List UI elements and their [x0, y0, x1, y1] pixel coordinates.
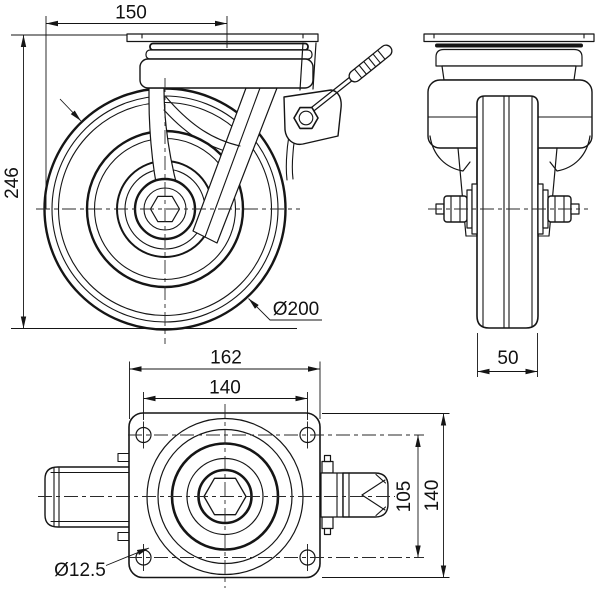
- dimension-bolt-hole-diameter: Ø12.5: [54, 547, 150, 581]
- pedal-bolt-top: [321, 460, 334, 474]
- side-right-leg-outer: [548, 147, 558, 237]
- side-top-plate: [423, 33, 595, 43]
- side-housing-skirt-right: [549, 135, 591, 172]
- side-swivel-neck: [441, 65, 577, 81]
- pedal-pad-chamfer-1: [375, 473, 387, 484]
- leader-line: [105, 547, 150, 566]
- dimension-plate-width: 140: [322, 413, 450, 578]
- plan-fork-tip-bottom: [117, 531, 133, 542]
- front-top-plate: [126, 33, 319, 43]
- front-raceway-upper: [149, 42, 309, 51]
- brake-pivot-bore: [298, 110, 314, 126]
- dimension-bolt-spacing-width: 105: [394, 435, 421, 558]
- pedal-pad-diagonal-2: [361, 494, 386, 511]
- dimension-wheel-width: 50: [477, 333, 538, 377]
- fork-yoke-curve-2: [163, 109, 223, 151]
- dimension-overall-height: 246: [2, 34, 297, 329]
- front-fork-crown: [139, 58, 314, 89]
- brake-lever-grip-hatching: [354, 50, 386, 79]
- brake-lever-grip-fill: [349, 45, 392, 82]
- front-view: 150 246 Ø200: [2, 3, 393, 344]
- fork-yoke-curve-1: [165, 96, 241, 147]
- plan-wheel-protrusion: [44, 452, 133, 542]
- pedal-bolt-top-nub: [323, 454, 332, 463]
- dimension-wheel-diameter: Ø200: [248, 298, 322, 321]
- dim-label-hole-diameter: Ø12.5: [54, 560, 106, 581]
- brake-bracket-line-2: [312, 42, 317, 90]
- brake-lever: [306, 44, 393, 115]
- dimension-top-width: 150: [45, 3, 228, 209]
- bottom-view: 162 140 105 140 Ø12.5: [38, 348, 450, 588]
- fork-right-leg-inner-line: [204, 87, 261, 238]
- brake-bracket-line-1: [299, 42, 304, 91]
- dim-label-162: 162: [210, 348, 242, 369]
- plan-mounting-plate: [128, 412, 321, 579]
- dim-label-150: 150: [115, 3, 147, 24]
- pedal-bolt-bottom-nub: [323, 527, 332, 536]
- pedal-pad: [342, 472, 389, 518]
- side-housing-skirt-left: [429, 135, 471, 172]
- dim-label-246: 246: [2, 167, 23, 199]
- pedal-pad-chamfer-2: [375, 506, 387, 517]
- side-swivel-dome: [435, 48, 583, 67]
- pedal-pad-diagonal-1: [361, 479, 386, 496]
- side-wheel: [476, 95, 539, 329]
- brake-pivot-hex-nut: [293, 106, 319, 130]
- front-raceway-lower: [145, 49, 313, 60]
- pedal-bracket: [320, 472, 344, 518]
- side-left-leg-outer: [457, 147, 467, 237]
- plan-fork-tip-top: [117, 452, 133, 463]
- side-wheel-tread: [476, 95, 539, 329]
- dimension-plate-length: 162: [129, 348, 321, 419]
- dim-label-wheel-diameter: Ø200: [273, 299, 319, 320]
- dim-label-105: 105: [394, 481, 415, 513]
- plan-wheel-outline: [44, 466, 133, 528]
- dim-label-140-vertical: 140: [422, 480, 443, 512]
- tire-leader-arrow: [59, 98, 82, 122]
- front-brake-assembly: [283, 42, 393, 181]
- leader-line: [248, 298, 322, 321]
- plan-brake-pedal: [320, 454, 389, 536]
- pedal-bolt-bottom: [321, 516, 334, 530]
- plan-centerlines: [38, 404, 424, 588]
- dimension-bolt-spacing-length: 140: [143, 378, 308, 420]
- side-plate-assembly: [423, 33, 595, 81]
- front-plate-assembly: [126, 33, 319, 89]
- front-centerlines: [36, 78, 300, 344]
- dim-label-140-horizontal: 140: [209, 378, 241, 399]
- side-view: 50: [423, 33, 595, 377]
- dim-label-50: 50: [497, 348, 518, 369]
